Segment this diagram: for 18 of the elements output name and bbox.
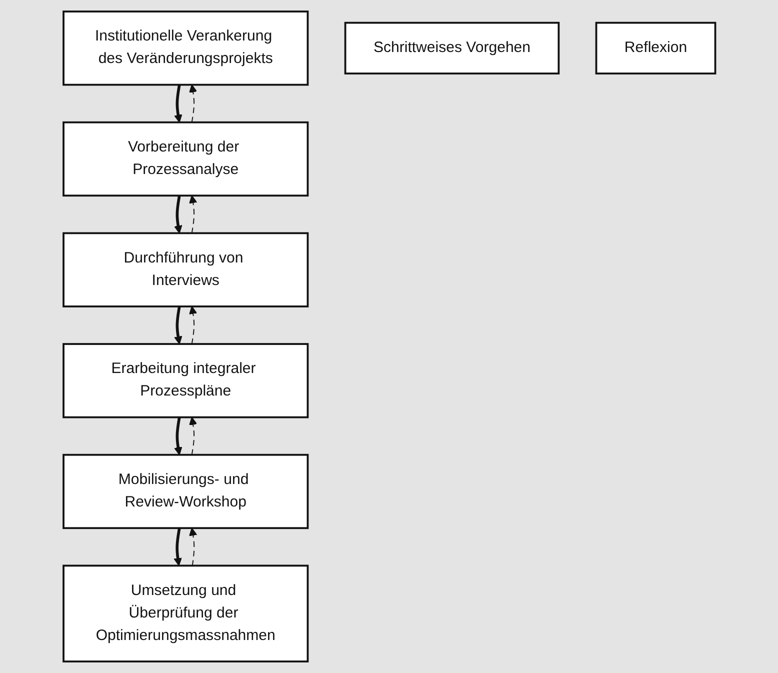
node-box: Erarbeitung integraler Prozesspläne <box>62 343 308 418</box>
node-box: Reflexion <box>594 22 716 74</box>
arrow <box>173 528 182 566</box>
arrow <box>174 195 182 234</box>
arrow <box>188 416 197 456</box>
node-box: Vorbereitung der Prozessanalyse <box>62 121 308 197</box>
arrow <box>174 84 182 123</box>
arrow <box>174 417 182 456</box>
arrow <box>174 306 182 344</box>
arrow <box>188 306 197 344</box>
node-box: Schrittweises Vorgehen <box>344 22 560 74</box>
node-box: Institutionelle Verankerung des Veränderungsprojekts <box>62 10 308 86</box>
arrow <box>188 528 197 566</box>
node-box: Durchführung von Interviews <box>62 232 308 308</box>
arrow <box>188 195 197 234</box>
node-box: Mobilisierungs- und Review-Workshop <box>62 454 308 530</box>
node-box: Umsetzung und Überprüfung der Optimierungsmassnahmen <box>62 564 308 662</box>
arrow <box>188 84 197 123</box>
